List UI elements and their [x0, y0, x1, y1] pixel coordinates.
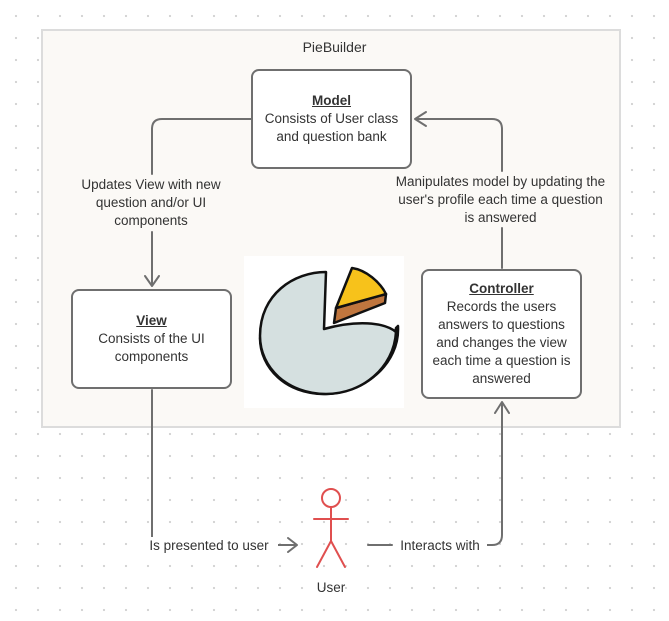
user-label: User — [316, 580, 346, 595]
frame-title: PieBuilder — [302, 39, 367, 55]
arrowhead-user — [287, 537, 298, 553]
view-title: View — [136, 313, 167, 328]
edge-label-view-to-user: Is presented to user — [140, 537, 278, 555]
pie-chart-icon — [244, 256, 404, 408]
edge-label-user-to-controller: Interacts with — [393, 537, 487, 555]
view-description: Consists of the UI components — [98, 331, 205, 364]
model-title: Model — [312, 93, 351, 108]
view-box[interactable]: View Consists of the UI components — [71, 289, 232, 389]
edge-label-model-to-view: Updates View with new question and/or UI… — [81, 177, 221, 228]
controller-box[interactable]: Controller Records the users answers to … — [421, 269, 582, 399]
controller-description: Records the users answers to questions a… — [432, 299, 571, 386]
controller-title: Controller — [469, 281, 534, 296]
model-box[interactable]: Model Consists of User class and questio… — [251, 69, 412, 169]
edge-label-controller-to-model: Manipulates model by updating the user's… — [395, 174, 606, 225]
model-description: Consists of User class and question bank — [264, 111, 399, 144]
